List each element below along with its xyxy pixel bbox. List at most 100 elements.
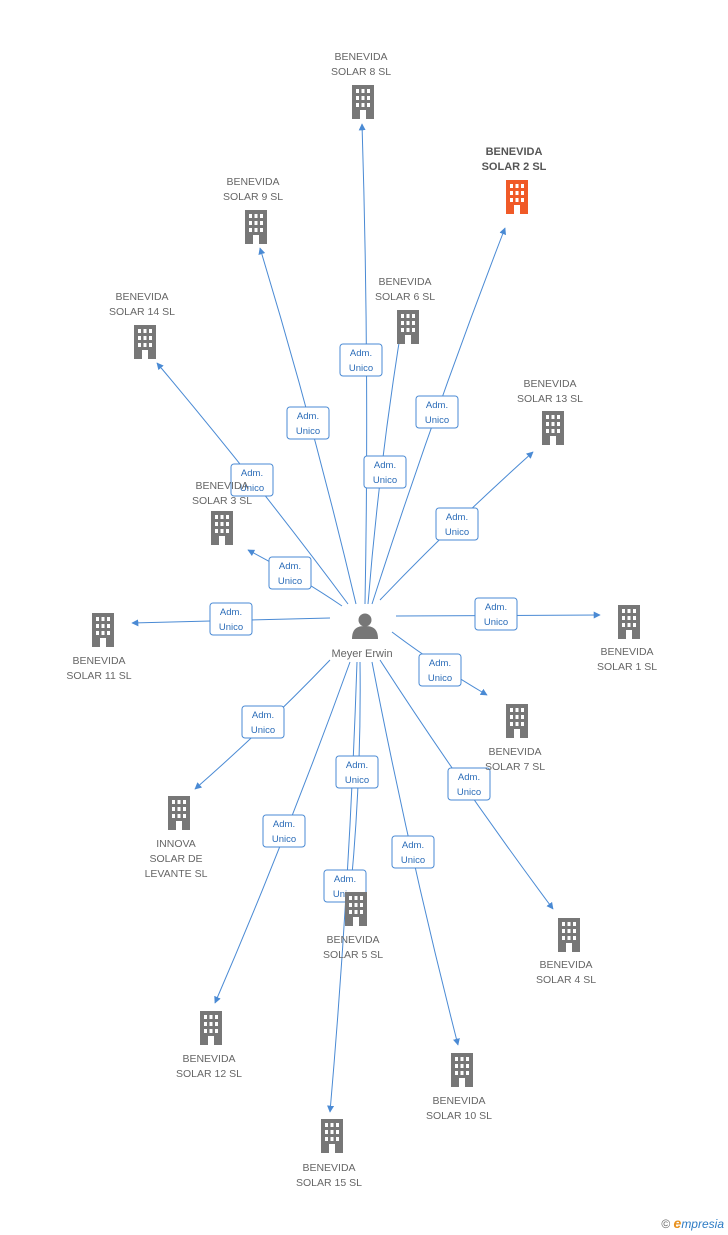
edge-label-line: Unico <box>278 576 302 587</box>
edge-label-s2[interactable]: Adm.Unico <box>415 395 459 429</box>
edge-label-box <box>209 602 253 636</box>
copyright-symbol: © <box>661 1217 671 1231</box>
building-icon <box>451 1053 473 1087</box>
edge-label-line: Adm. <box>273 819 295 830</box>
building-icon <box>558 918 580 952</box>
company-name-line: BENEVIDA <box>326 934 379 946</box>
building-icon <box>506 180 528 214</box>
edge-label-line: Adm. <box>241 468 263 479</box>
edge-label-line: Adm. <box>429 658 451 669</box>
building-icon <box>345 892 367 926</box>
building-icon <box>211 511 233 545</box>
company-node-s3[interactable]: BENEVIDA SOLAR 3 SL <box>192 480 252 545</box>
building-icon <box>134 325 156 359</box>
center-person-node[interactable]: Meyer Erwin <box>331 613 393 661</box>
company-name-line: SOLAR 3 SL <box>192 495 252 507</box>
edge-label-box <box>363 455 407 489</box>
company-name-line: BENEVIDA <box>523 378 576 390</box>
edge-label-line: Adm. <box>458 772 480 783</box>
company-node-s7[interactable]: BENEVIDA SOLAR 7 SL <box>485 704 545 773</box>
company-name-line: BENEVIDA <box>302 1162 355 1174</box>
edge-label-s13[interactable]: Adm. Unico <box>435 507 479 541</box>
edge-label-line: Unico <box>445 527 469 538</box>
company-name-line: BENEVIDA <box>539 959 592 971</box>
edge-label-line: Adm. <box>297 411 319 422</box>
edge-label-inn[interactable]: Adm.Unico <box>241 705 285 739</box>
company-name-line: SOLAR 6 SL <box>375 291 435 303</box>
company-name-line: SOLAR 13 SL <box>517 393 583 405</box>
building-icon <box>542 411 564 445</box>
building-icon <box>168 796 190 830</box>
edge-label-line: Adm. <box>485 602 507 613</box>
edge-label-line: Unico <box>484 617 508 628</box>
company-name-line: SOLAR DE <box>149 853 202 865</box>
edge-label-s5[interactable]: Adm. Unico <box>335 755 379 789</box>
company-name-line: BENEVIDA <box>488 746 541 758</box>
company-name-line: BENEVIDA <box>195 480 248 492</box>
edge-label-box <box>474 597 518 631</box>
company-name-line: SOLAR 7 SL <box>485 761 545 773</box>
edge-label-line: Adm. <box>374 460 396 471</box>
company-name-line: SOLAR 15 SL <box>296 1177 362 1189</box>
edge-label-s12[interactable]: Adm.Unico <box>262 814 306 848</box>
company-node-s5[interactable]: BENEVIDA SOLAR 5 SL <box>323 892 383 961</box>
company-node-s11[interactable]: BENEVIDA SOLAR 11 SL <box>66 613 132 682</box>
center-person-name: Meyer Erwin <box>331 648 392 660</box>
edge-label-s7[interactable]: Adm. Unico <box>418 653 462 687</box>
company-name-line: SOLAR 12 SL <box>176 1068 242 1080</box>
edge-label-s8[interactable]: Adm.Unico <box>339 343 383 377</box>
edge-label-line: Adm. <box>346 760 368 771</box>
company-name-line: SOLAR 9 SL <box>223 191 283 203</box>
edge-label-s1[interactable]: Adm. Unico <box>474 597 518 631</box>
edge-label-line: Adm. <box>252 710 274 721</box>
building-icon <box>200 1011 222 1045</box>
edge-label-box <box>230 463 274 497</box>
company-name-line: SOLAR 11 SL <box>66 670 131 682</box>
edge-label-s3[interactable]: Adm.Unico <box>268 556 312 590</box>
brand-watermark: © empresia <box>661 1215 724 1231</box>
building-icon <box>618 605 640 639</box>
company-name-line: BENEVIDA <box>600 646 653 658</box>
company-node-s13[interactable]: BENEVIDA SOLAR 13 SL <box>517 378 583 445</box>
building-icon <box>352 85 374 119</box>
company-node-s15[interactable]: BENEVIDA SOLAR 15 SL <box>296 1119 362 1189</box>
edge-label-s11[interactable]: Adm.Unico <box>209 602 253 636</box>
company-node-s4[interactable]: BENEVIDA SOLAR 4 SL <box>536 918 596 986</box>
building-icon <box>92 613 114 647</box>
company-name-line: BENEVIDA <box>378 276 431 288</box>
edge-label-box <box>262 814 306 848</box>
edge-label-line: Unico <box>428 673 452 684</box>
edge-label-s4[interactable]: Adm.Unico <box>447 767 491 801</box>
company-name-line: SOLAR 4 SL <box>536 974 596 986</box>
edge-label-s6[interactable]: Adm.Unico <box>363 455 407 489</box>
edge-label-line: Unico <box>401 855 425 866</box>
company-name-line: SOLAR 10 SL <box>426 1110 492 1122</box>
company-name-line: SOLAR 5 SL <box>323 949 383 961</box>
company-name-line: BENEVIDA <box>72 655 125 667</box>
company-name-line: SOLAR 2 SL <box>482 161 547 173</box>
brand-logo-e: e <box>673 1215 682 1231</box>
edge-label-box <box>435 507 479 541</box>
edge-label-line: Unico <box>345 775 369 786</box>
company-name-line: BENEVIDA <box>334 51 387 63</box>
edge-label-line: Unico <box>240 483 264 494</box>
edge-label-s14[interactable]: Adm. Unico <box>230 463 274 497</box>
company-name-line: LEVANTE SL <box>145 868 208 880</box>
edge-label-line: Adm. <box>402 840 424 851</box>
edge-label-line: Adm. <box>426 400 448 411</box>
edge-label-s10[interactable]: Adm. Unico <box>391 835 435 869</box>
edge-label-box <box>415 395 459 429</box>
edge-label-s9[interactable]: Adm.Unico <box>286 406 330 440</box>
edge-label-line: Adm. <box>446 512 468 523</box>
company-node-s6[interactable]: BENEVIDA SOLAR 6 SL <box>375 276 435 344</box>
edge-label-box <box>286 406 330 440</box>
